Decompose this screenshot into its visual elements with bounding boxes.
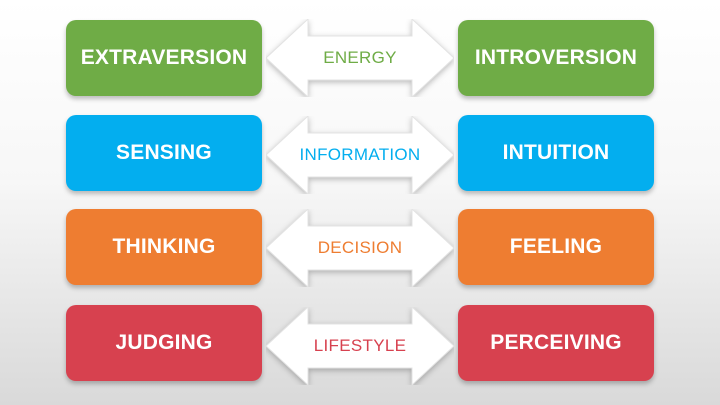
trait-box-perceiving: PERCEIVING: [458, 305, 654, 381]
double-arrow-icon: [266, 307, 454, 385]
trait-box-judging: JUDGING: [66, 305, 262, 381]
dimension-label-information: INFORMATION: [299, 145, 421, 164]
trait-box-extraversion: EXTRAVERSION: [66, 20, 262, 96]
trait-box-thinking: THINKING: [66, 209, 262, 285]
double-arrow-icon: [266, 19, 454, 97]
trait-box-introversion: INTROVERSION: [458, 20, 654, 96]
trait-box-intuition: INTUITION: [458, 115, 654, 191]
double-arrow-energy: ENERGY: [266, 19, 454, 97]
dimension-label-decision: DECISION: [317, 238, 403, 257]
double-arrow-decision: DECISION: [266, 209, 454, 287]
double-arrow-information: INFORMATION: [266, 116, 454, 194]
double-arrow-icon: [266, 209, 454, 287]
double-arrow-lifestyle: LIFESTYLE: [266, 307, 454, 385]
dimension-label-lifestyle: LIFESTYLE: [313, 336, 407, 355]
double-arrow-icon: [266, 116, 454, 194]
trait-box-feeling: FEELING: [458, 209, 654, 285]
dimension-label-energy: ENERGY: [323, 48, 397, 67]
trait-box-sensing: SENSING: [66, 115, 262, 191]
